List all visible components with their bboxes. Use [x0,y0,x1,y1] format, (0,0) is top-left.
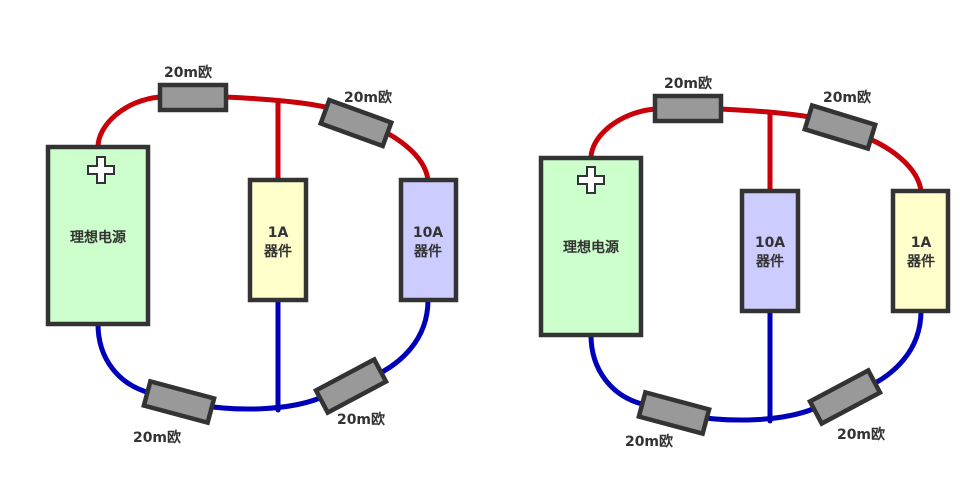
left-positive-wire [95,94,431,183]
right-power-source-label: 理想电源 [563,239,619,256]
left-resistor-bottom-right [312,356,390,416]
right-middle-device-line2: 器件 [755,253,784,270]
right-right-device-line1: 1A [911,235,932,251]
left-right-device-line1: 10A [413,225,443,241]
right-middle-device-line1: 10A [755,235,785,251]
left-right-device [398,177,459,303]
right-negative-wire [588,308,924,423]
left-negative-wire [95,297,431,412]
left-circuit: 理想电源 1A 器件 10A 器件 20m欧 20m欧 20m欧 20m欧 [45,64,459,446]
left-resistor-top-right-label: 20m欧 [344,89,392,106]
left-resistor-bottom-left [141,378,217,426]
right-resistor-top-left-label: 20m欧 [664,75,712,92]
right-right-device [890,188,951,314]
left-middle-device-line2: 器件 [263,243,292,260]
left-plus-icon [87,156,115,184]
left-resistor-top-left-label: 20m欧 [164,64,212,81]
right-resistor-bottom-right-label: 20m欧 [837,426,885,443]
left-right-device-line2: 器件 [413,243,442,260]
left-middle-device [247,177,309,303]
right-resistor-bottom-right [806,367,884,427]
right-circuit: 理想电源 10A 器件 1A 器件 20m欧 20m欧 20m欧 20m欧 [538,75,951,450]
right-resistor-top-right-label: 20m欧 [823,89,871,106]
left-resistor-bottom-right-label: 20m欧 [337,411,385,428]
left-resistor-top-right [317,97,395,149]
left-resistor-bottom-left-label: 20m欧 [133,429,181,446]
left-resistor-top-left [157,82,229,113]
right-resistor-top-left [652,93,724,124]
right-middle-device [739,188,801,314]
right-positive-wire [588,106,924,194]
right-right-device-line2: 器件 [906,253,935,270]
right-resistor-bottom-left-label: 20m欧 [625,433,673,450]
right-resistor-top-right [801,102,879,152]
left-power-source-label: 理想电源 [70,229,126,246]
left-middle-device-line1: 1A [268,225,289,241]
right-resistor-bottom-left [636,389,712,437]
right-plus-icon [577,166,605,194]
